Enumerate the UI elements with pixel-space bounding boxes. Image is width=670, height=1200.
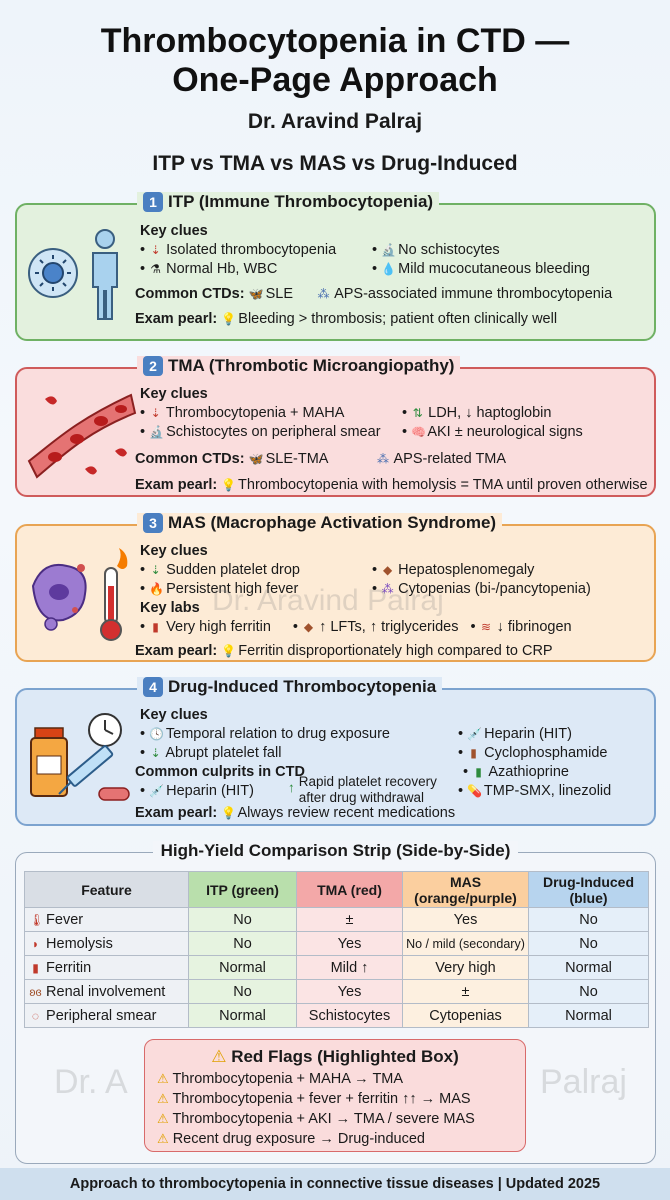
column-header: MAS(orange/purple) [402, 871, 529, 908]
table-row: 🌡 Fever No ± Yes No [24, 907, 649, 932]
tma-title: 2 TMA (Thrombotic Microangiopathy) [137, 356, 461, 376]
mas-section: 3 MAS (Macrophage Activation Syndrome) K… [15, 513, 656, 662]
red-flag-item: ⚠ Thrombocytopenia + MAHA → TMA [157, 1071, 404, 1087]
lightbulb-icon: 💡 [221, 312, 237, 326]
table-row: ◌ Peripheral smear Normal Schistocytes C… [24, 1003, 649, 1028]
lightbulb-icon: 💡 [221, 644, 237, 658]
blood-vessel-icon [27, 393, 137, 479]
clot-icon: ⁂ [317, 287, 330, 301]
watermark: Palraj [540, 1063, 627, 1101]
smear-icon: ◌ [31, 1008, 40, 1023]
itp-section: 1 ITP (Immune Thrombocytopenia) Key clue… [15, 192, 656, 341]
clot-icon: ⁂ [376, 452, 389, 466]
syringe-icon: 💉 [467, 727, 483, 741]
red-flags-title: ⚠ Red Flags (Highlighted Box) [211, 1047, 459, 1066]
liver-icon: ◆ [303, 620, 314, 634]
comparison-table: Feature ITP (green) TMA (red) MAS(orange… [24, 871, 649, 1028]
mas-title: 3 MAS (Macrophage Activation Syndrome) [137, 513, 503, 533]
macrophage-thermometer-icon [31, 548, 128, 641]
down-arrows-icon: ⇣ [150, 746, 161, 760]
fibrinogen-icon: ≋ [481, 620, 492, 634]
bleeding-drop-icon: 💧 [381, 262, 397, 276]
warning-icon: ⚠ [157, 1091, 169, 1106]
table-header-row: Feature ITP (green) TMA (red) MAS(orange… [24, 871, 649, 908]
down-arrows-icon: ⇣ [150, 406, 161, 420]
butterfly-icon: 🦋 [248, 452, 264, 466]
vial-icon: ▮ [475, 765, 482, 779]
red-flags-box: ⚠ Red Flags (Highlighted Box) ⚠ Thromboc… [144, 1039, 526, 1152]
lightbulb-icon: 💡 [221, 478, 237, 492]
ctd-label: Common CTDs: [135, 286, 245, 302]
footer: Approach to thrombocytopenia in connecti… [0, 1168, 670, 1200]
comparison-strip: High-Yield Comparison Strip (Side-by-Sid… [15, 841, 656, 1164]
down-arrows-icon: ⇣ [150, 563, 161, 577]
red-flag-item: ⚠ Thrombocytopenia + AKI → TMA / severe … [157, 1111, 475, 1127]
drug-title: 4 Drug-Induced Thrombocytopenia [137, 677, 443, 697]
capsules-icon: 💊 [467, 784, 483, 798]
column-header: ITP (green) [188, 871, 297, 908]
pearl-text: Bleeding > thrombosis; patient often cli… [238, 311, 558, 327]
warning-icon: ⚠ [157, 1071, 169, 1086]
tma-section: 2 TMA (Thrombotic Microangiopathy) Key c… [15, 356, 656, 497]
pills-syringe-clock-icon [30, 713, 130, 801]
cells-icon: ⁂ [381, 582, 394, 596]
section-number: 4 [143, 677, 163, 697]
warning-icon: ⚠ [157, 1111, 169, 1126]
platelet-person-icon [28, 229, 118, 320]
column-header: Feature [24, 871, 189, 908]
syringe-icon: 💉 [149, 784, 165, 798]
drug-section: 4 Drug-Induced Thrombocytopenia Key clue… [15, 677, 656, 826]
table-row: ▮ Ferritin Normal Mild ↑ Very high Norma… [24, 955, 649, 980]
red-flag-item: ⚠ Thrombocytopenia + fever + ferritin ↑↑… [157, 1091, 471, 1107]
liver-icon: ◆ [382, 563, 393, 577]
test-tube-icon: ▮ [32, 960, 39, 975]
clock-icon: 🕓 [149, 727, 165, 741]
lightbulb-icon: 💡 [221, 806, 237, 820]
comparison-title: High-Yield Comparison Strip (Side-by-Sid… [16, 841, 655, 861]
microscope-icon: 🔬 [381, 243, 397, 257]
culprits-label: Common culprits in CTD [135, 764, 305, 780]
table-row: ʚɞ Renal involvement No Yes ± No [24, 979, 649, 1004]
down-arrows-icon: ⇣ [150, 243, 161, 257]
itp-title: 1 ITP (Immune Thrombocytopenia) [137, 192, 440, 212]
column-header: TMA (red) [296, 871, 403, 908]
kidney-icon: ◗ [31, 936, 40, 951]
page-title: Thrombocytopenia in CTD — One-Page Appro… [100, 22, 570, 99]
key-clues-label: Key clues [140, 223, 208, 239]
up-arrow-icon: ↑ [288, 780, 295, 795]
author-name: Dr. Aravind Palraj [247, 110, 423, 133]
up-down-arrows-icon: ⇅ [412, 406, 423, 420]
red-flag-item: ⚠ Recent drug exposure → Drug-induced [157, 1131, 425, 1147]
column-header: Drug-Induced(blue) [528, 871, 649, 908]
kidney-brain-icon: 🧠 [411, 425, 427, 439]
watermark: Dr. A [54, 1063, 128, 1101]
warning-icon: ⚠ [211, 1047, 227, 1066]
key-labs-label: Key labs [140, 600, 200, 616]
section-number: 3 [143, 513, 163, 533]
pill-bottle-icon: ▮ [470, 746, 477, 760]
page-subtitle: ITP vs TMA vs MAS vs Drug-Induced [152, 152, 518, 175]
section-number: 2 [143, 356, 163, 376]
pearl-label: Exam pearl: [135, 311, 218, 327]
table-row: ◗ Hemolysis No Yes No / mild (secondary)… [24, 931, 649, 956]
microscope-icon: 🔬 [149, 425, 165, 439]
flask-icon: ⚗ [150, 262, 161, 276]
fire-icon: 🔥 [149, 582, 165, 596]
header: Thrombocytopenia in CTD — One-Page Appro… [0, 0, 670, 176]
warning-icon: ⚠ [157, 1131, 169, 1146]
kidneys-icon: ʚɞ [29, 984, 42, 999]
thermometer-icon: 🌡 [29, 912, 45, 927]
test-tube-icon: ▮ [152, 620, 159, 634]
section-number: 1 [143, 192, 163, 212]
butterfly-icon: 🦋 [248, 287, 264, 301]
